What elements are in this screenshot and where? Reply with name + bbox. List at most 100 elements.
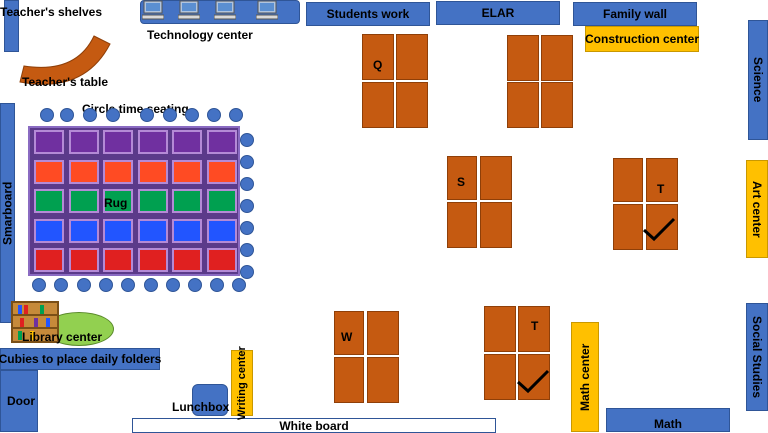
seat-circle	[99, 278, 113, 292]
seat-circle	[240, 221, 254, 235]
rug-square	[206, 159, 237, 184]
white-board: White board	[132, 418, 496, 433]
seat-circle	[83, 108, 97, 122]
rug-square	[34, 159, 64, 184]
seat-circle	[232, 278, 246, 292]
desk	[613, 204, 643, 250]
desk	[396, 34, 428, 80]
writing-center: Writing center	[231, 346, 253, 420]
seat-circle	[163, 108, 177, 122]
table-group-label: Q	[373, 58, 383, 72]
rug-square	[103, 189, 133, 213]
math-center: Math center	[571, 322, 599, 432]
checkmark-icon	[516, 369, 550, 394]
rug-square	[68, 130, 99, 154]
computer-icon	[256, 0, 278, 20]
checkmark-icon	[642, 217, 676, 242]
seat-circle	[32, 278, 46, 292]
seat-circle	[240, 199, 254, 213]
desk	[613, 158, 643, 202]
rug-square	[206, 248, 237, 272]
rug-square	[68, 189, 99, 213]
seat-circle	[240, 265, 254, 279]
computer-icon	[178, 0, 200, 20]
rug-square	[68, 159, 99, 184]
rug-square	[103, 159, 133, 184]
computer-icon	[214, 0, 236, 20]
bookshelf-icon	[11, 301, 59, 343]
rug-square	[137, 189, 168, 213]
desk	[362, 34, 394, 80]
rug-square	[172, 248, 202, 272]
rug-square	[137, 159, 168, 184]
desk	[447, 156, 477, 200]
seat-circle	[60, 108, 74, 122]
desk	[334, 357, 364, 403]
teachers-shelves-label: Teacher's shelves	[0, 5, 103, 19]
rug-square	[103, 130, 133, 154]
desk	[541, 35, 573, 81]
seat-circle	[240, 243, 254, 257]
rug-square	[172, 159, 202, 184]
desk	[334, 311, 364, 355]
lunchbox-label: Lunchbox	[172, 400, 230, 414]
rug-square	[172, 189, 202, 213]
teachers-shelves-bar	[4, 0, 19, 52]
desk	[367, 311, 399, 355]
rug-square	[68, 218, 99, 243]
desk	[507, 35, 539, 81]
table-group-label: T	[531, 319, 539, 333]
seat-circle	[207, 108, 221, 122]
rug-square	[137, 218, 168, 243]
rug-square	[34, 248, 64, 272]
teachers-table-label: Teacher's table	[22, 75, 109, 89]
rug-square	[137, 130, 168, 154]
seat-circle	[240, 133, 254, 147]
elar-board: ELAR	[436, 1, 560, 25]
rug-square	[172, 218, 202, 243]
desk	[507, 82, 539, 128]
art-center: Art center	[746, 160, 768, 258]
rug-square	[34, 130, 64, 154]
seat-circle	[40, 108, 54, 122]
rug-square	[172, 130, 202, 154]
seat-circle	[188, 278, 202, 292]
seat-circle	[210, 278, 224, 292]
math-board: Math	[606, 408, 730, 432]
rug-square	[34, 189, 64, 213]
desk	[518, 354, 550, 400]
desk	[367, 357, 399, 403]
desk	[646, 204, 678, 250]
door: Door	[0, 370, 38, 432]
rug	[28, 126, 240, 276]
desk	[484, 354, 516, 400]
students-work-board: Students work	[306, 2, 430, 26]
cubies-shelf: Cubies to place daily folders	[0, 348, 161, 370]
desk	[396, 82, 428, 128]
table-group-label: W	[341, 330, 353, 344]
rug-label: Rug	[104, 196, 128, 210]
rug-square	[103, 218, 133, 243]
desk	[484, 306, 516, 352]
rug-square	[68, 248, 99, 272]
seat-circle	[240, 155, 254, 169]
seat-circle	[106, 108, 120, 122]
rug-square	[206, 130, 237, 154]
table-group-label: S	[457, 175, 466, 189]
rug-square	[34, 218, 64, 243]
family-wall-board: Family wall	[573, 2, 697, 26]
desk	[646, 158, 678, 202]
technology-center-label: Technology center	[147, 28, 253, 42]
seat-circle	[240, 177, 254, 191]
seat-circle	[166, 278, 180, 292]
desk	[518, 306, 550, 352]
desk	[480, 202, 512, 248]
lunchbox-shelf	[192, 384, 228, 416]
science-board: Science	[748, 20, 768, 140]
desk	[541, 82, 573, 128]
seat-circle	[140, 108, 154, 122]
table-group-label: T	[657, 182, 665, 196]
seat-circle	[144, 278, 158, 292]
seat-circle	[185, 108, 199, 122]
seat-circle	[121, 278, 135, 292]
